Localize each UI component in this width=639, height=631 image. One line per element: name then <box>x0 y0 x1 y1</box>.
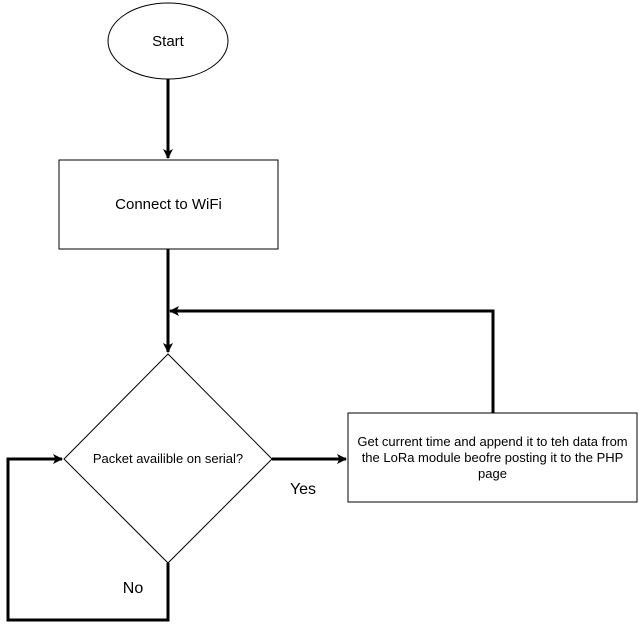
edge-decision-no-loop <box>6 454 170 622</box>
append-time-process-node <box>347 412 638 503</box>
append-time-process-label: Get current time and append it to teh da… <box>357 433 628 481</box>
connect-wifi-label: Connect to WiFi <box>115 196 222 213</box>
yes-edge-label: Yes <box>289 481 317 498</box>
connect-wifi-node <box>58 159 279 250</box>
packet-decision-label: Packet availible on serial? <box>92 451 244 466</box>
no-edge-label: No <box>122 580 144 597</box>
edge-process-loop-back <box>169 306 495 413</box>
start-label: Start <box>152 32 184 50</box>
